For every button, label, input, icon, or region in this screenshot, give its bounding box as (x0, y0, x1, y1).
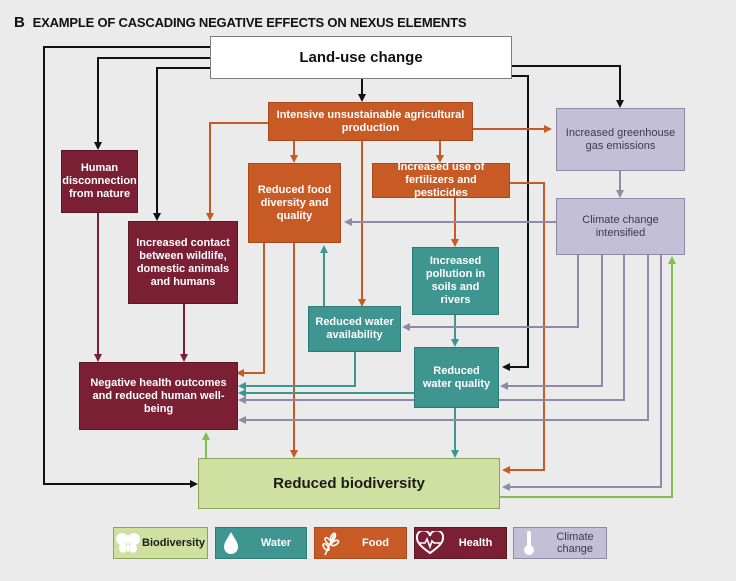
node-land-use-change: Land-use change (210, 36, 512, 79)
node-human-disconnection: Human disconnection from nature (61, 150, 138, 213)
node-greenhouse-emissions: Increased greenhouse gas emissions (556, 108, 685, 171)
legend-water: Water (215, 527, 307, 559)
node-intensive-agriculture: Intensive unsustainable agricultural pro… (268, 102, 473, 141)
node-reduced-water-availability: Reduced water availability (308, 306, 401, 352)
figure-title: B EXAMPLE OF CASCADING NEGATIVE EFFECTS O… (14, 14, 467, 31)
legend-climate-label: Climate change (556, 531, 594, 555)
title-text: EXAMPLE OF CASCADING NEGATIVE EFFECTS ON… (32, 15, 467, 30)
node-reduced-food-diversity: Reduced food diversity and quality (248, 163, 341, 243)
panel-letter: B (14, 14, 25, 31)
legend-water-label: Water (260, 537, 292, 549)
legend-biodiversity: Biodiversity (113, 527, 208, 559)
node-climate-change: Climate change intensified (556, 198, 685, 255)
wheat-icon (315, 528, 345, 558)
legend-health-label: Health (458, 537, 493, 549)
node-negative-health-outcomes: Negative health outcomes and reduced hum… (79, 362, 238, 430)
node-reduced-water-quality: Reduced water quality (414, 347, 499, 408)
butterfly-icon (114, 528, 142, 558)
legend-food-label: Food (362, 537, 389, 549)
node-increased-contact: Increased contact between wildlife, dome… (128, 221, 238, 304)
node-fertilizers-pesticides: Increased use of fertilizers and pestici… (372, 161, 510, 199)
legend-climate: Climate change (513, 527, 607, 559)
node-increased-pollution: Increased pollution in soils and rivers (412, 247, 499, 315)
water-drop-icon (216, 528, 246, 558)
thermometer-icon (514, 528, 544, 558)
legend-food: Food (314, 527, 407, 559)
heart-pulse-icon (415, 528, 445, 558)
legend-biodiversity-label: Biodiversity (142, 537, 205, 549)
legend-health: Health (414, 527, 507, 559)
node-reduced-biodiversity: Reduced biodiversity (198, 458, 500, 509)
